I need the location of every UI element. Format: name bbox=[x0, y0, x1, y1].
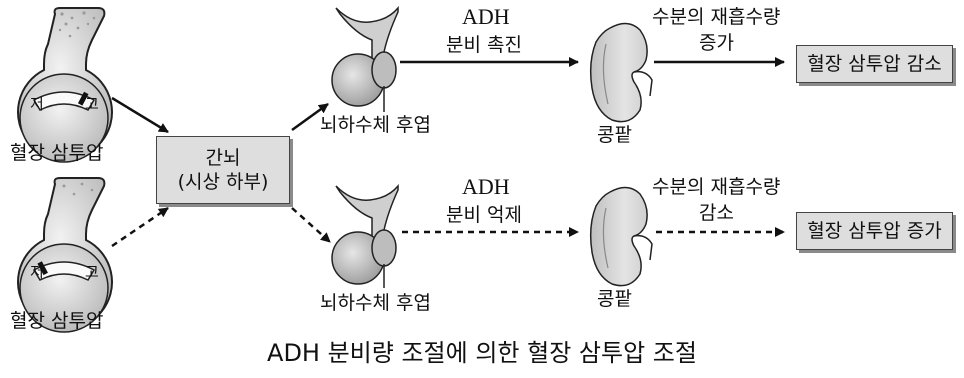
pituitary-gland-top-icon bbox=[332, 8, 398, 112]
gauge-bottom-high-label: 고 bbox=[85, 264, 99, 280]
arrow-bottom-gauge-to-hypothalamus bbox=[112, 208, 168, 246]
hypothalamus-line1: 간뇌 bbox=[178, 146, 269, 170]
gauge-bottom-low-label: 저 bbox=[30, 264, 44, 280]
result-top-text: 혈장 삼투압 감소 bbox=[807, 52, 941, 76]
result-bottom-text: 혈장 삼투압 증가 bbox=[807, 219, 941, 243]
arrow-hypothalamus-to-gland-bottom bbox=[292, 208, 330, 242]
gauge-bottom-caption: 혈장 삼투압 bbox=[10, 310, 103, 332]
top-effect-line2: 증가 bbox=[699, 32, 734, 54]
top-gland-label: 뇌하수체 후엽 bbox=[320, 114, 431, 136]
result-top-box: 혈장 삼투압 감소 bbox=[796, 45, 953, 83]
gauge-top-high-label: 고 bbox=[85, 96, 99, 112]
bottom-gland-label: 뇌하수체 후엽 bbox=[320, 292, 431, 314]
gauge-bottom-icon bbox=[18, 178, 112, 332]
figure-caption: ADH 분비량 조절에 의한 혈장 삼투압 조절 bbox=[0, 338, 964, 368]
top-organ-label: 콩팥 bbox=[597, 124, 632, 146]
top-hormone-label: ADH bbox=[462, 6, 510, 28]
top-action-label: 분비 촉진 bbox=[446, 34, 522, 56]
bottom-effect-line2: 감소 bbox=[699, 202, 734, 224]
top-effect-line1: 수분의 재흡수량 bbox=[652, 6, 780, 28]
pituitary-gland-bottom-icon bbox=[332, 186, 398, 288]
hypothalamus-line2: (시상 하부) bbox=[178, 170, 269, 194]
gauge-top-low-label: 저 bbox=[30, 96, 44, 112]
result-bottom-box: 혈장 삼투압 증가 bbox=[796, 212, 953, 250]
hypothalamus-box: 간뇌 (시상 하부) bbox=[156, 136, 290, 204]
bottom-effect-line1: 수분의 재흡수량 bbox=[652, 176, 780, 198]
bottom-action-label: 분비 억제 bbox=[446, 204, 522, 226]
arrow-top-gauge-to-hypothalamus bbox=[112, 98, 168, 132]
gauge-top-caption: 혈장 삼투압 bbox=[10, 142, 103, 164]
kidney-bottom-icon bbox=[591, 187, 652, 285]
bottom-hormone-label: ADH bbox=[462, 176, 510, 198]
gauge-top-icon bbox=[18, 8, 112, 162]
bottom-organ-label: 콩팥 bbox=[597, 288, 632, 310]
kidney-top-icon bbox=[591, 23, 652, 121]
